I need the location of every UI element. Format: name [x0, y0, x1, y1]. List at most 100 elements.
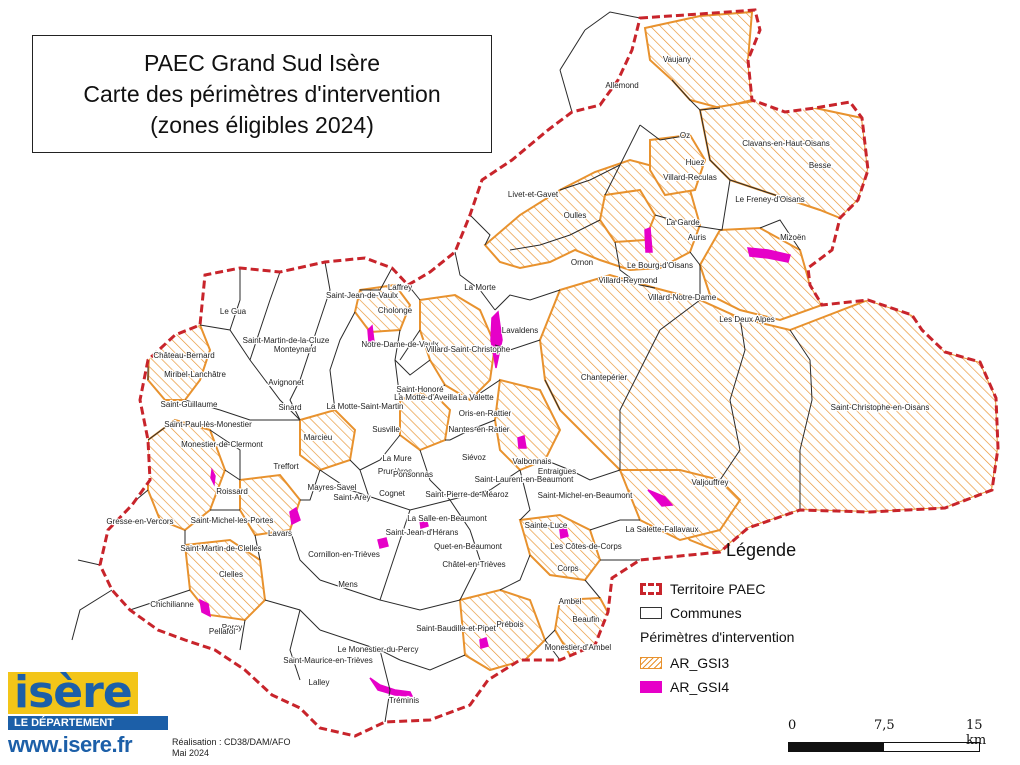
commune-label: Lavars — [268, 529, 292, 538]
commune-label: Auris — [688, 233, 706, 242]
legend-row-communes: Communes — [640, 601, 840, 625]
commune-label: Les Côtes-de-Corps — [550, 542, 622, 551]
commune-label: Notre-Dame-de-Vaulx — [361, 340, 438, 349]
outside-communes — [71, 11, 641, 641]
commune-label: Prunières — [378, 467, 412, 476]
legend: Légende Territoire PAEC Communes Périmèt… — [640, 540, 840, 699]
commune-label: Monestier-d'Ambel — [545, 643, 612, 652]
commune-label: Le Bourg-d'Oisans — [627, 261, 693, 270]
commune-label: Mizoën — [780, 233, 806, 242]
commune-label: Le Monestier-du-Percy — [338, 645, 419, 654]
logo-url[interactable]: www.isere.fr — [8, 732, 133, 757]
isere-logo[interactable]: isère LE DÉPARTEMENT www.isere.fr — [8, 671, 168, 758]
legend-row-gsi4: AR_GSI4 — [640, 675, 840, 699]
legend-row-territoire: Territoire PAEC — [640, 577, 840, 601]
commune-label: Valjouffrey — [691, 478, 728, 487]
commune-label: Ponsonnas — [393, 470, 433, 479]
territoire-swatch — [640, 583, 662, 595]
commune-label: La Motte-Saint-Martin — [327, 402, 404, 411]
commune-label: La Valette — [458, 393, 494, 402]
gsi3-swatch — [640, 657, 662, 669]
commune-label: Prébois — [496, 620, 523, 629]
legend-label-communes: Communes — [670, 605, 742, 621]
commune-label: Villard-Saint-Christophe — [426, 345, 511, 354]
commune-label: Saint-Arey — [333, 493, 370, 502]
commune-label: Vaujany — [663, 55, 691, 64]
gsi4-swatch — [640, 681, 662, 693]
legend-row-gsi3: AR_GSI3 — [640, 651, 840, 675]
commune-label: Percy — [222, 623, 242, 632]
commune-label: Saint-Jean-de-Vaulx — [326, 291, 398, 300]
commune-label: Ambel — [559, 597, 582, 606]
commune-label: Saint-Paul-lès-Monestier — [164, 420, 252, 429]
territory-boundary — [98, 8, 1000, 738]
commune-label: Villard-Reymond — [599, 276, 658, 285]
logo-subtitle: LE DÉPARTEMENT — [8, 716, 168, 730]
commune-label: Livet-et-Gavet — [508, 190, 559, 199]
commune-label: Oulles — [564, 211, 587, 220]
commune-label: Saint-Guillaume — [161, 400, 218, 409]
commune-label: Quet-en-Beaumont — [434, 542, 503, 551]
commune-label: La Motte-d'Aveillans — [394, 393, 466, 402]
scale-label-max: 15 km — [966, 718, 987, 748]
commune-label: Ornon — [571, 258, 593, 267]
credits-line-2: Mai 2024 — [172, 748, 210, 758]
commune-label: La Morte — [464, 283, 496, 292]
commune-label: Saint-Martin-de-Clelles — [180, 544, 261, 553]
commune-label: Saint-Michel-les-Portes — [191, 516, 274, 525]
commune-label: Le Freney-d'Oisans — [735, 195, 805, 204]
commune-label: Saint-Baudille-et-Pipet — [416, 624, 496, 633]
scale-label-0: 0 — [788, 718, 797, 733]
legend-label-gsi4: AR_GSI4 — [670, 679, 730, 695]
scale-bar-graphic — [788, 742, 980, 752]
commune-label: Entraigues — [538, 467, 576, 476]
commune-label: Villard-Notre-Dame — [648, 293, 717, 302]
commune-label: Sainte-Luce — [525, 521, 568, 530]
commune-label: Saint-Pierre-de-Méaroz — [425, 490, 508, 499]
commune-label: Pellafol — [209, 627, 235, 636]
title-line-3: (zones éligibles 2024) — [150, 111, 374, 138]
scale-labels: 0 7,5 15 km — [788, 718, 988, 748]
commune-label: Saint-Martin-de-la-Cluze — [243, 336, 330, 345]
commune-label: Saint-Christophe-en-Oisans — [831, 403, 930, 412]
credits-line-1: Réalisation : CD38/DAM/AFO — [172, 737, 291, 747]
commune-label: Nantes-en-Ratier — [449, 425, 510, 434]
commune-label: Saint-Michel-en-Beaumont — [538, 491, 633, 500]
communes-swatch — [640, 607, 662, 619]
commune-label: Cornillon-en-Trièves — [308, 550, 380, 559]
commune-label: Châtel-en-Trièves — [442, 560, 505, 569]
commune-label: Sinard — [278, 403, 301, 412]
commune-label: Saint-Honoré — [396, 385, 444, 394]
commune-label: Tréminis — [389, 696, 419, 705]
commune-label: Saint-Jean-d'Hérans — [386, 528, 459, 537]
commune-label: Clavans-en-Haut-Oisans — [742, 139, 830, 148]
commune-label: Le Gua — [220, 307, 247, 316]
commune-label: Les Deux Alpes — [719, 315, 775, 324]
commune-label: Susville — [372, 425, 400, 434]
commune-label: Chichilianne — [150, 600, 194, 609]
legend-perimetres-title: Périmètres d'intervention — [640, 629, 795, 645]
commune-label: Cholonge — [378, 306, 413, 315]
title-line-1: PAEC Grand Sud Isère — [143, 49, 381, 76]
commune-label: Avignonet — [268, 378, 304, 387]
commune-label: Miribel-Lanchâtre — [164, 370, 226, 379]
commune-label: Cognet — [379, 489, 406, 498]
logo-word: isère — [8, 671, 138, 715]
commune-label: Marcieu — [304, 433, 332, 442]
commune-label: Oris-en-Rattier — [459, 409, 512, 418]
commune-label: La Salette-Fallavaux — [626, 525, 699, 534]
commune-label: Huez — [686, 158, 705, 167]
commune-label: Gresse-en-Vercors — [106, 517, 173, 526]
commune-label: Laffrey — [388, 283, 412, 292]
credits: Réalisation : CD38/DAM/AFO Mai 2024 — [172, 737, 291, 759]
commune-label: Mens — [338, 580, 358, 589]
commune-boundaries — [129, 79, 813, 723]
commune-label: Saint-Maurice-en-Trièves — [283, 656, 373, 665]
commune-label: Roissard — [216, 487, 248, 496]
commune-label: Chantepérier — [581, 373, 628, 382]
commune-label: Valbonnais — [513, 457, 552, 466]
gsi4-areas — [199, 226, 791, 697]
scale-label-mid: 7,5 — [874, 718, 895, 733]
commune-label: Château-Bernard — [153, 351, 214, 360]
commune-label: Treffort — [273, 462, 299, 471]
